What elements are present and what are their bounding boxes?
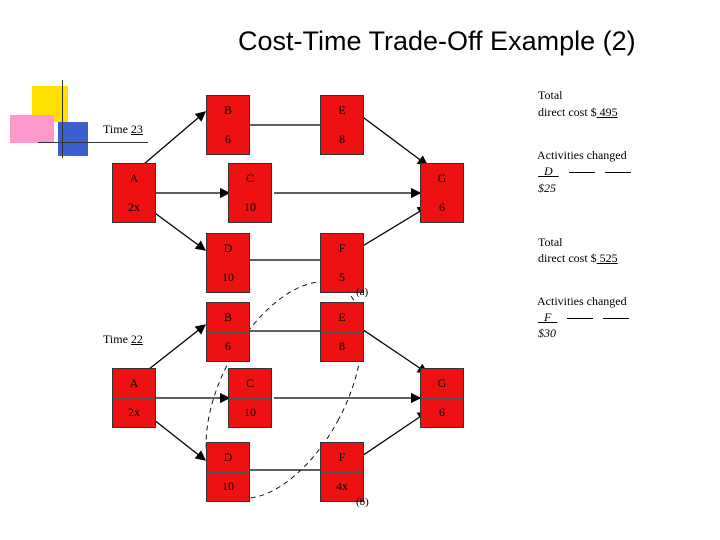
deco-horizontal-line: [38, 142, 148, 143]
activity-changed-b: F: [538, 310, 630, 325]
total-cost-a: direct cost $ 495: [538, 105, 618, 119]
total-label-a: Total: [538, 88, 563, 102]
deco-vertical-line: [62, 80, 63, 158]
caption-b: (b): [356, 496, 369, 508]
activities-label-a: Activities changed: [537, 148, 627, 162]
page-title: Cost-Time Trade-Off Example (2): [238, 26, 636, 56]
deco-blue-square: [58, 122, 88, 156]
time-value-b: 22: [130, 332, 143, 346]
activity-cost-a: $25: [538, 181, 556, 195]
total-cost-value-b: 525: [596, 251, 618, 265]
total-cost-value-a: 495: [596, 105, 618, 119]
activity-changed-a: D: [538, 164, 631, 179]
total-label-b: Total: [538, 235, 563, 249]
deco-pink-square: [10, 115, 54, 143]
time-value-a: 23: [130, 122, 143, 136]
activity-cost-b: $30: [538, 326, 556, 340]
caption-a: (a): [356, 286, 369, 298]
time-label-b: Time 22: [103, 332, 143, 346]
total-cost-b: direct cost $ 525: [538, 251, 618, 265]
activities-label-b: Activities changed: [537, 294, 627, 308]
time-label-a: Time 23: [103, 122, 143, 136]
